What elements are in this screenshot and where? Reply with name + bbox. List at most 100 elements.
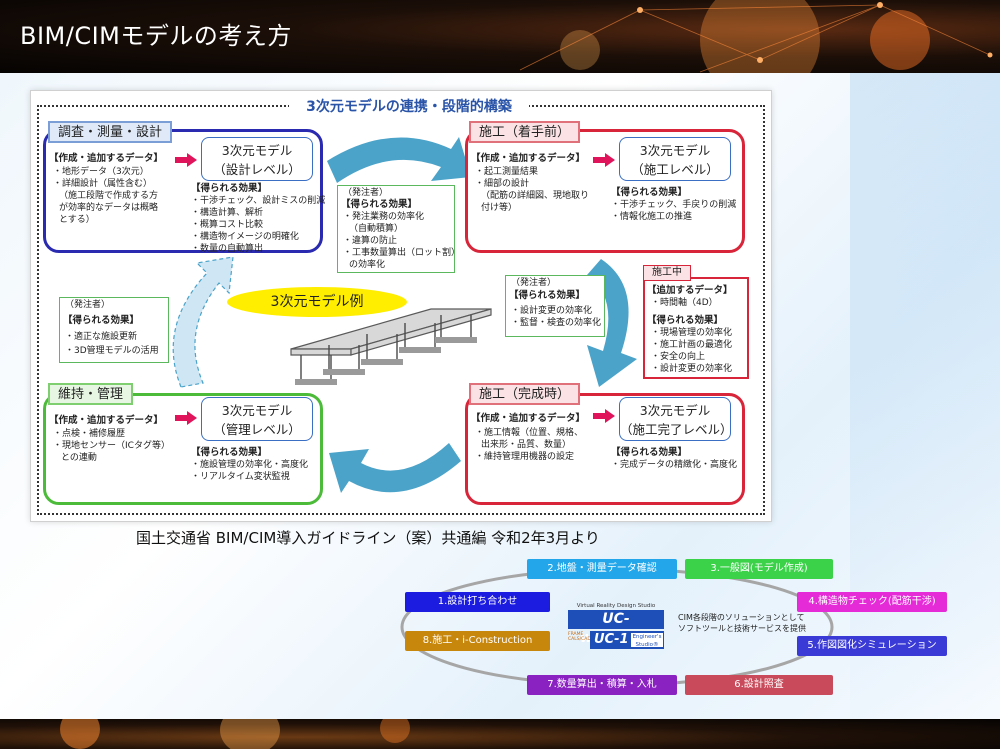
- under-construction-label: 施工中: [643, 265, 691, 281]
- done-effect-item: ・完成データの精緻化・高度化: [611, 460, 738, 470]
- survey-data-item: ・詳細設計（属性含む）: [53, 179, 153, 189]
- start-data-item: ・細部の設計: [475, 179, 530, 189]
- survey-data-head: 【作成・追加するデータ】: [49, 153, 164, 164]
- maint-effect-head: 【得られる効果】: [191, 447, 268, 458]
- done-data-head: 【作成・追加するデータ】: [471, 413, 586, 424]
- callout-owner: （発注者）: [65, 300, 111, 310]
- callout-item: ・発注業務の効率化: [343, 212, 425, 222]
- survey-data-item: とする）: [59, 215, 95, 225]
- done-effect-head: 【得られる効果】: [611, 447, 688, 458]
- callout-item: ・3D管理モデルの活用: [65, 346, 159, 356]
- start-data-item: ・起工測量結果: [475, 167, 539, 177]
- workflow-step-8[interactable]: 8.施工・i-Construction: [405, 631, 550, 651]
- uc-win-road-logo: UC-win/Road: [568, 610, 664, 646]
- maint-data-item: ・現地センサー（ICタグ等）: [53, 441, 170, 451]
- survey-effect-item: ・数量の自動算出: [191, 244, 264, 254]
- frame-cals-logo: FRAME CALS/CAD: [568, 632, 591, 642]
- red-arrow-icon: [175, 411, 197, 425]
- survey-effect-head: 【得られる効果】: [191, 183, 268, 194]
- survey-model-level: （設計レベル）: [213, 162, 301, 177]
- start-model-level: （施工レベル）: [631, 162, 719, 177]
- stage-construction-start-label: 施工（着手前）: [469, 121, 581, 143]
- construction-effect-item: ・設計変更の効率化: [651, 364, 733, 374]
- start-model-name: 3次元モデル: [639, 143, 711, 158]
- maint-model-name: 3次元モデル: [221, 403, 293, 418]
- callout-item: （自動積算）: [349, 224, 404, 234]
- logo-tagline: Virtual Reality Design Studio: [576, 603, 656, 609]
- callout-orderer-construction: [505, 275, 605, 337]
- survey-data-item: （施工段階で作成する方: [59, 191, 159, 201]
- maint-effect-item: ・リアルタイム変状監視: [191, 472, 290, 482]
- red-arrow-icon: [593, 409, 615, 423]
- start-effect-head: 【得られる効果】: [611, 187, 688, 198]
- bridge-model-illustration: [290, 308, 492, 385]
- workflow-step-7[interactable]: 7.数量算出・積算・入札: [527, 675, 677, 695]
- network-lines-decoration: [519, 2, 993, 73]
- solution-line: CIM各段階のソリューションとして: [678, 613, 805, 622]
- red-arrow-icon: [593, 153, 615, 167]
- stage-survey-label: 調査・測量・設計: [48, 121, 173, 143]
- survey-data-item: ・地形データ（3次元）: [53, 167, 149, 177]
- construction-effect-item: ・現場管理の効率化: [651, 328, 733, 338]
- callout-head: 【得られる効果】: [509, 290, 586, 301]
- workflow-step-5[interactable]: 5.作図図化シミュレーション: [797, 636, 947, 656]
- stage-maintenance-label: 維持・管理: [48, 383, 134, 405]
- footer-band: [0, 719, 1000, 749]
- solution-line: ソフトツールと技術サービスを提供: [678, 624, 806, 633]
- survey-effect-item: ・概算コスト比較: [191, 220, 264, 230]
- solution-description: CIM各段階のソリューションとして ソフトツールと技術サービスを提供: [678, 612, 806, 634]
- start-data-item: （配筋の詳細図、現地取り: [481, 191, 590, 201]
- callout-head: 【得られる効果】: [341, 199, 418, 210]
- product-logo: Virtual Reality Design Studio UC-win/Roa…: [566, 603, 666, 651]
- start-data-head: 【作成・追加するデータ】: [471, 153, 586, 164]
- workflow-step-6[interactable]: 6.設計照査: [685, 675, 833, 695]
- callout-item: ・違算の防止: [343, 236, 398, 246]
- survey-effect-item: ・構造計算、解析: [191, 208, 264, 218]
- survey-model-name: 3次元モデル: [221, 143, 293, 158]
- callout-orderer-design: [337, 185, 455, 273]
- done-model: 3次元モデル （施工完了レベル）: [619, 397, 733, 441]
- diagram-title: 3次元モデルの連携・段階的構築: [289, 96, 529, 118]
- survey-effect-item: ・干渉チェック、設計ミスの削減: [191, 196, 326, 206]
- maint-data-item: ・点検・補修履歴: [53, 429, 126, 439]
- construction-effect-item: ・施工計画の最適化: [651, 340, 733, 350]
- construction-data-head: 【追加するデータ】: [647, 285, 733, 296]
- workflow-step-4[interactable]: 4.構造物チェック(配筋干渉): [797, 592, 947, 612]
- page-title: BIM/CIMモデルの考え方: [20, 22, 292, 50]
- red-arrow-icon: [175, 153, 197, 167]
- callout-item: ・適正な施設更新: [65, 332, 138, 342]
- workflow-step-2[interactable]: 2.地盤・測量データ確認: [527, 559, 677, 579]
- start-model: 3次元モデル （施工レベル）: [619, 137, 731, 181]
- done-data-item: ・施工情報（位置、規格、: [475, 428, 584, 438]
- maint-effect-item: ・施設管理の効率化・高度化: [191, 460, 309, 470]
- workflow-step-1[interactable]: 1.設計打ち合わせ: [405, 592, 550, 612]
- callout-item: の効率化: [349, 260, 386, 270]
- callout-item: ・工事数量算出（ロット割）: [343, 248, 461, 258]
- survey-data-item: が効率的なデータは概略: [59, 203, 159, 213]
- stage-construction-complete-label: 施工（完成時）: [469, 383, 581, 405]
- start-effect-item: ・干渉チェック、手戻りの削減: [611, 200, 737, 210]
- start-effect-item: ・情報化施工の推進: [611, 212, 693, 222]
- callout-item: ・設計変更の効率化: [511, 306, 593, 316]
- callout-owner: （発注者）: [343, 188, 389, 198]
- done-data-item: ・維持管理用機器の設定: [475, 452, 575, 462]
- workflow-step-3[interactable]: 3.一般図(モデル作成): [685, 559, 833, 579]
- maint-data-head: 【作成・追加するデータ】: [49, 415, 164, 426]
- maint-model: 3次元モデル （管理レベル）: [201, 397, 313, 441]
- source-caption: 国土交通省 BIM/CIM導入ガイドライン（案）共通編 令和2年3月より: [136, 529, 600, 547]
- start-data-item: 付け等）: [481, 203, 518, 213]
- callout-item: ・監督・検査の効率化: [511, 318, 602, 328]
- construction-effect-head: 【得られる効果】: [647, 315, 724, 326]
- under-construction-box: [643, 277, 749, 379]
- maint-model-level: （管理レベル）: [213, 422, 301, 437]
- header-band: BIM/CIMモデルの考え方: [0, 0, 1000, 73]
- callout-orderer-maintenance: [59, 297, 169, 363]
- construction-effect-item: ・安全の向上: [651, 352, 706, 362]
- done-model-level: （施工完了レベル）: [620, 422, 733, 437]
- engineers-studio-logo: Engineer's Studio®: [630, 632, 664, 648]
- construction-data-item: ・時間軸（4D）: [651, 298, 718, 308]
- callout-owner: （発注者）: [511, 278, 557, 288]
- bim-cim-diagram: 3次元モデルの連携・段階的構築 調査・測量・設計 【作成・追加するデータ】 ・地…: [30, 90, 772, 522]
- done-data-item: 出来形・品質、数量）: [481, 440, 572, 450]
- survey-effect-item: ・構造物イメージの明確化: [191, 232, 299, 242]
